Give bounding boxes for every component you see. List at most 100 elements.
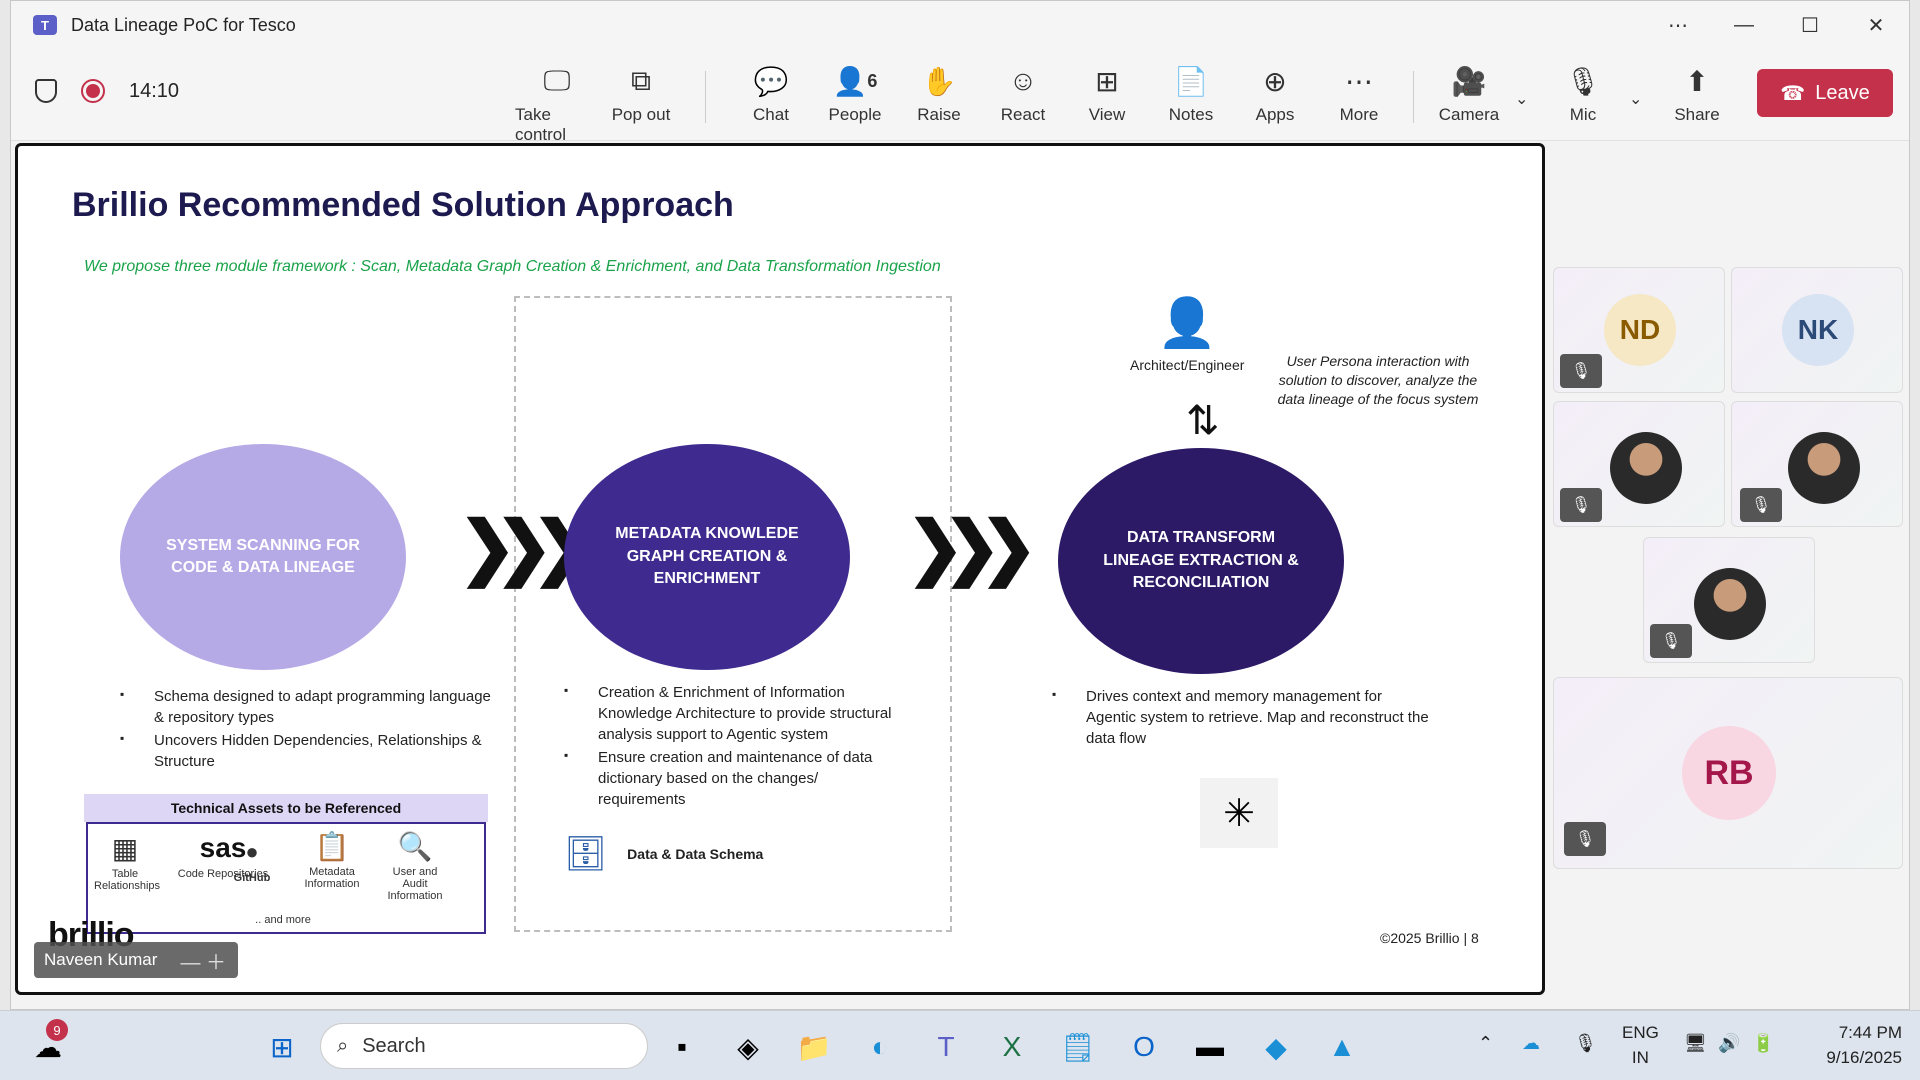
mic-muted-icon: 🎙 [1560, 488, 1602, 522]
module2-dashed-box [514, 296, 952, 932]
people-icon: 👤6 [832, 65, 878, 97]
window-title: Data Lineage PoC for Tesco [71, 14, 296, 35]
view-button[interactable]: ⊞ View [1065, 61, 1149, 125]
task-view-icon[interactable]: ▪ [677, 1031, 687, 1062]
maximize-button[interactable]: ☐ [1801, 14, 1819, 37]
minimize-button[interactable]: — [1734, 13, 1754, 36]
module3-ellipse: DATA TRANSFORM LINEAGE EXTRACTION & RECO… [1058, 448, 1344, 674]
meeting-toolbar: 14:10 🖵 Take control ⧉ Pop out 💬 Chat 👤6… [11, 49, 1909, 144]
mic-muted-icon: 🎙 [1564, 822, 1606, 856]
taskbar-search[interactable]: ⌕ Search [320, 1023, 648, 1069]
database-icon: 🗄 [564, 835, 608, 873]
module3-bullets: Drives context and memory management for… [1052, 686, 1432, 751]
network-icon: ✳ [1200, 778, 1278, 848]
presenter-name-tag: Naveen Kumar — ＋ [34, 942, 238, 978]
list-item: Schema designed to adapt programming lan… [120, 686, 500, 728]
network-icon[interactable]: 🖥 [1684, 1033, 1707, 1053]
volume-icon[interactable]: 🔊 [1718, 1033, 1741, 1053]
photos-icon[interactable]: ▲ [1328, 1031, 1356, 1062]
more-options-icon[interactable]: ⋯ [1668, 14, 1688, 37]
terminal-icon[interactable]: ▬ [1196, 1031, 1224, 1062]
raise-hand-button[interactable]: ✋ Raise [897, 61, 981, 125]
participant-tile[interactable]: ND 🎙 [1553, 267, 1725, 393]
avatar: NK [1782, 294, 1854, 366]
pop-out-icon: ⧉ [631, 64, 651, 96]
participant-tile[interactable]: RB 🎙 [1553, 677, 1903, 869]
participant-tile[interactable]: 🎙 [1643, 537, 1815, 663]
chevron-arrows-icon: ❯❯❯ [458, 508, 590, 586]
more-button[interactable]: ⋯ More [1317, 61, 1401, 125]
mic-button[interactable]: 🎙 Mic [1541, 61, 1625, 125]
battery-icon[interactable]: 🔋 [1752, 1033, 1775, 1053]
metadata-asset: 📋 Metadata Information [296, 826, 368, 891]
edge-icon[interactable]: ◐ [871, 1031, 889, 1062]
teams-icon[interactable]: T [937, 1031, 955, 1062]
participant-tile[interactable]: 🎙 [1731, 401, 1903, 527]
teams-logo-icon: T [33, 15, 57, 35]
people-count: 6 [867, 70, 878, 91]
share-button[interactable]: ⬆ Share [1655, 61, 1739, 125]
take-control-button[interactable]: 🖵 Take control [515, 61, 599, 145]
code-asset: sas Code Repositories [168, 828, 278, 880]
notification-badge: 9 [46, 1019, 68, 1041]
mic-muted-icon: 🎙 [1560, 354, 1602, 388]
ellipsis-icon: ⋯ [1345, 65, 1373, 97]
react-button[interactable]: ☺ React [981, 61, 1065, 125]
slide-subtitle: We propose three module framework : Scan… [84, 258, 941, 275]
sas-logo: sas [199, 832, 247, 863]
notes-icon: 📄 [1173, 65, 1209, 97]
excel-icon[interactable]: X [1002, 1031, 1022, 1062]
persona: 👤 Architect/Engineer [1130, 294, 1244, 373]
share-icon: ⬆ [1685, 65, 1709, 97]
apps-button[interactable]: ⊕ Apps [1233, 61, 1317, 125]
taskbar: ☁ 9 ⊞ ⌕ Search ▪ ◈ 📁 ◐ T X 🗒 O ▬ ◆ ▲ ⌃ ☁… [0, 1010, 1920, 1080]
mic-options-chevron-icon[interactable]: ⌄ [1629, 91, 1643, 108]
search-document-icon: 🔍 [397, 830, 433, 862]
notepad-icon[interactable]: 🗒 [1060, 1031, 1096, 1063]
audit-asset: 🔍 User and Audit Information [380, 826, 450, 903]
smiley-icon: ☺ [1008, 65, 1038, 96]
search-icon: ⌕ [337, 1034, 349, 1057]
camera-options-chevron-icon[interactable]: ⌄ [1515, 91, 1529, 108]
module2-ellipse: METADATA KNOWLEDE GRAPH CREATION & ENRIC… [564, 444, 850, 670]
chat-button[interactable]: 💬 Chat [729, 61, 813, 125]
mic-muted-icon[interactable]: 🎙 [1574, 1033, 1597, 1053]
list-item: Ensure creation and maintenance of data … [564, 747, 894, 810]
outlook-icon[interactable]: O [1133, 1031, 1155, 1062]
avatar: ND [1604, 294, 1676, 366]
title-bar: T Data Lineage PoC for Tesco ⋯ — ☐ ✕ [11, 1, 1909, 49]
slide-footer: ©2025 Brillio | 8 [1380, 930, 1479, 946]
file-explorer-icon[interactable]: 📁 [796, 1031, 832, 1063]
participant-photo [1610, 432, 1682, 504]
onedrive-icon[interactable]: ☁ [1522, 1033, 1540, 1053]
zoom-controls[interactable]: — ＋ [180, 951, 226, 974]
assets-heading: Technical Assets to be Referenced [84, 794, 488, 822]
data-schema-item: 🗄 Data & Data Schema [564, 835, 764, 873]
chevron-up-icon[interactable]: ⌃ [1478, 1033, 1494, 1053]
mic-muted-icon: 🎙 [1740, 488, 1782, 522]
more-assets: .. and more [255, 914, 311, 926]
leave-button[interactable]: ☎ Leave [1757, 69, 1893, 117]
m365-icon[interactable]: ◈ [737, 1031, 759, 1063]
notes-button[interactable]: 📄 Notes [1149, 61, 1233, 125]
close-button[interactable]: ✕ [1867, 14, 1885, 37]
people-button[interactable]: 👤6 People [813, 61, 897, 125]
hand-icon: ✋ [921, 65, 957, 97]
teams-meeting-window: T Data Lineage PoC for Tesco ⋯ — ☐ ✕ 14:… [10, 0, 1910, 1010]
clock[interactable]: 7:44 PM 9/16/2025 [1826, 1023, 1902, 1067]
technical-assets-box: Technical Assets to be Referenced ▦ Tabl… [84, 794, 488, 934]
start-icon[interactable]: ⊞ [270, 1031, 294, 1063]
language-indicator[interactable]: ENG IN [1622, 1023, 1659, 1067]
shield-icon[interactable] [35, 79, 57, 103]
up-down-arrows-icon: ⇅ [1186, 399, 1220, 443]
shared-screen[interactable]: Brillio Recommended Solution Approach We… [15, 143, 1545, 995]
camera-off-icon: 🎥 [1451, 65, 1487, 97]
mic-muted-icon: 🎙 [1650, 624, 1692, 658]
vscode-icon[interactable]: ◆ [1265, 1031, 1287, 1063]
pop-out-button[interactable]: ⧉ Pop out [599, 61, 683, 125]
camera-button[interactable]: 🎥 Camera [1427, 61, 1511, 125]
github-icon: ● [245, 839, 259, 864]
github-logo: ● GitHub [226, 832, 278, 884]
participant-tile[interactable]: NK [1731, 267, 1903, 393]
participant-tile[interactable]: 🎙 [1553, 401, 1725, 527]
